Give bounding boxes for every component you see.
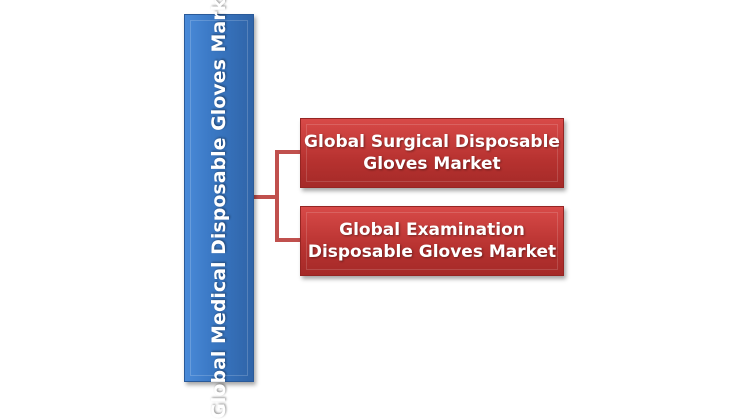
connector-child-1 <box>275 150 300 154</box>
child-node-surgical: Global Surgical Disposable Gloves Market <box>300 118 564 188</box>
child-node-label: Global Examination Disposable Gloves Mar… <box>307 220 557 262</box>
root-node: Global Medical Disposable Gloves Market <box>184 0 254 419</box>
child-node-label: Global Surgical Disposable Gloves Market <box>304 132 560 174</box>
connector-root <box>254 195 277 199</box>
root-node-label: Global Medical Disposable Gloves Market <box>208 0 230 419</box>
connector-child-2 <box>275 238 300 242</box>
child-node-examination: Global Examination Disposable Gloves Mar… <box>300 206 564 276</box>
connector-vertical <box>275 150 279 242</box>
